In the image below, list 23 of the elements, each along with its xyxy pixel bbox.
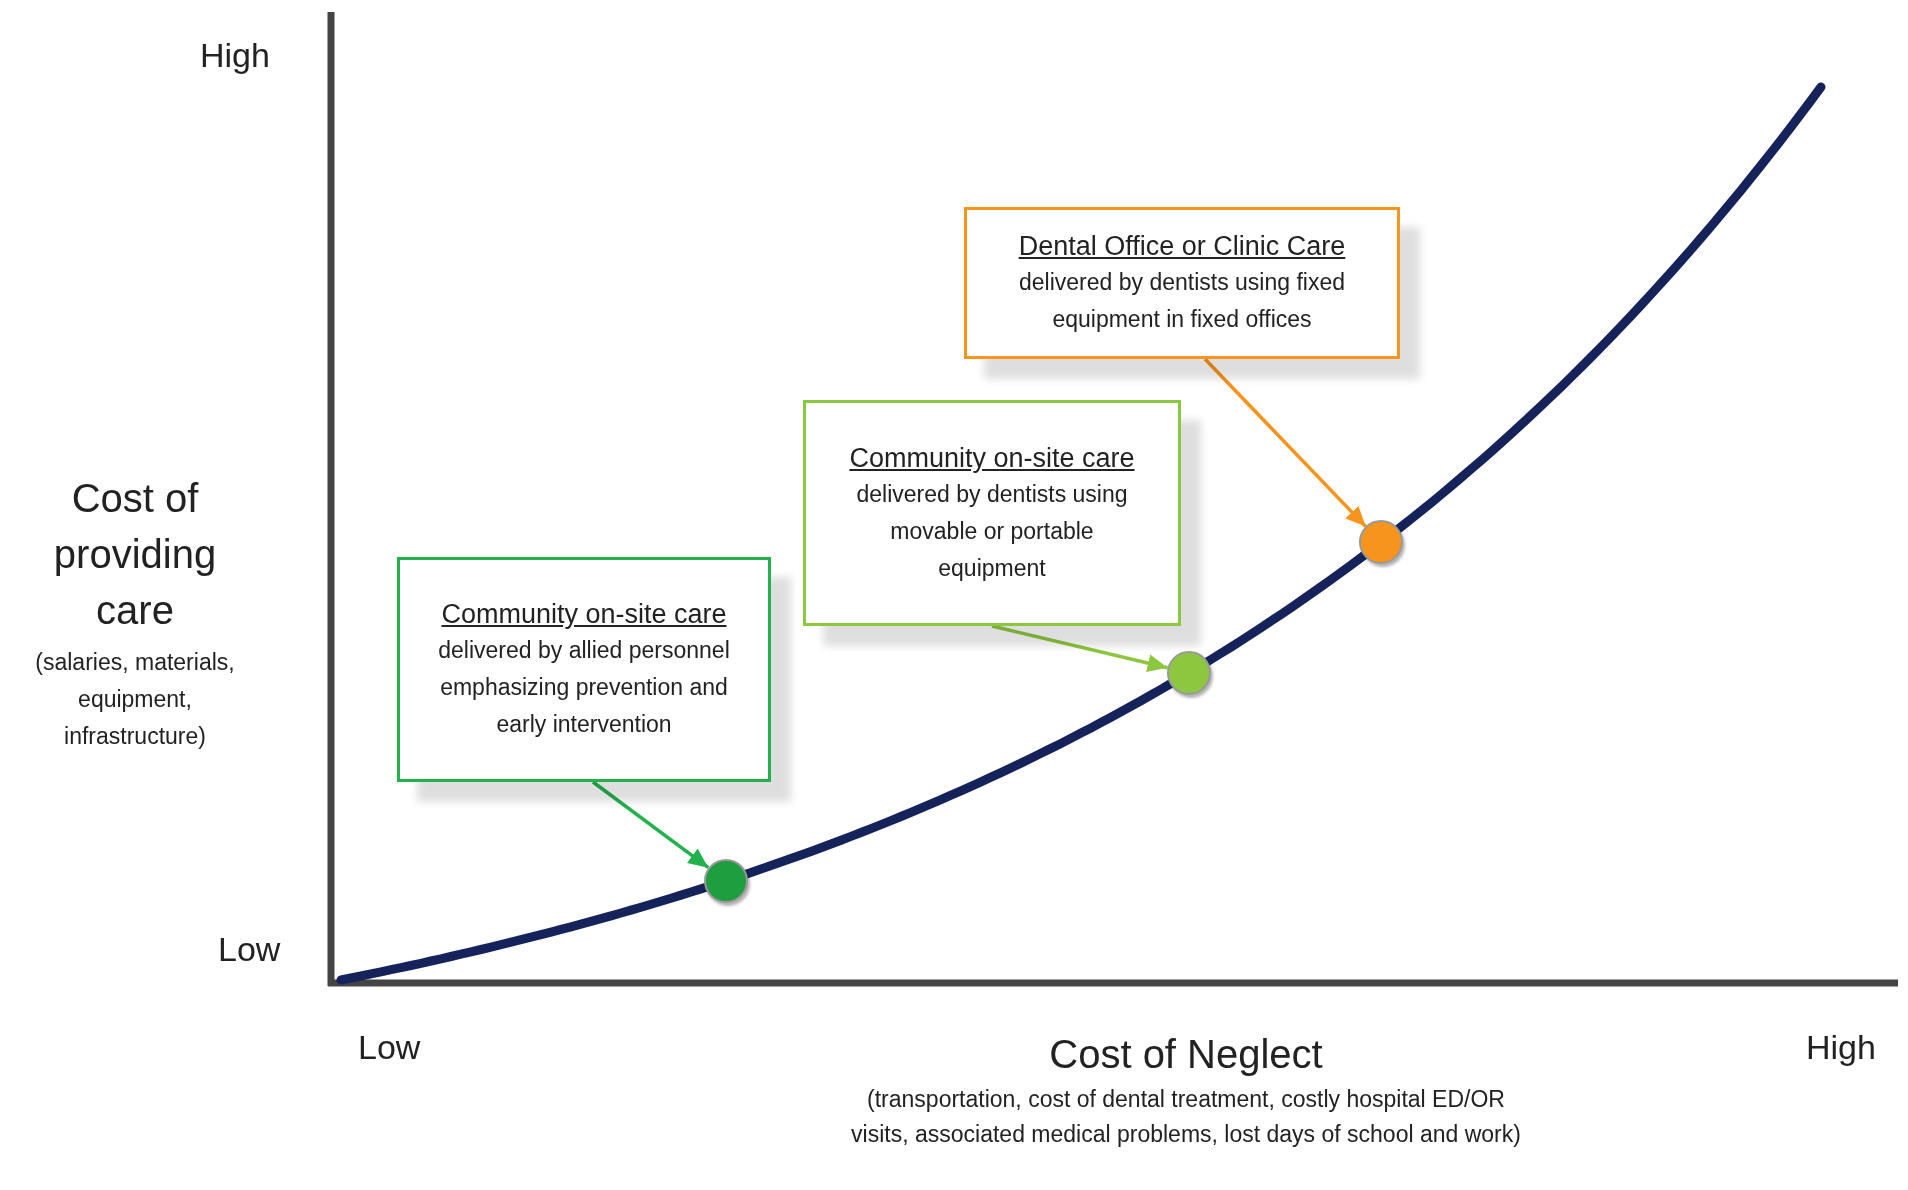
axis-tick-label: Low xyxy=(358,1027,421,1068)
data-point xyxy=(1167,650,1211,695)
arrow xyxy=(1203,357,1368,528)
axis-tick-label: High xyxy=(200,35,270,76)
axis-tick-label: High xyxy=(1806,1027,1876,1068)
axis-title: Cost of Neglect xyxy=(1048,1031,1324,1078)
axis-tick-label: Low xyxy=(218,929,281,970)
callout-text: delivered by dentists using fixed equipment in fixed offices xyxy=(1018,268,1346,334)
callout-heading: Community on-site care xyxy=(849,441,1135,475)
callout-text: delivered by allied personnel emphasizing prevention and early intervention xyxy=(437,636,731,739)
axis-subtitle: (transportation, cost of dental treatment, costly hospital ED/OR visits, associated medical problems, lost days of school and work) xyxy=(850,1085,1522,1149)
callout-heading: Community on-site care xyxy=(441,598,727,631)
axis-title: Cost of providing care xyxy=(52,475,218,634)
callout-box xyxy=(964,207,1400,359)
callout-text: delivered by dentists using movable or portable equipment xyxy=(855,479,1129,583)
arrow xyxy=(591,780,710,870)
callout-box xyxy=(397,557,771,782)
data-point xyxy=(1359,520,1403,565)
callout-heading: Dental Office or Clinic Care xyxy=(1018,230,1346,263)
callout-box xyxy=(803,400,1181,626)
data-point xyxy=(704,858,748,903)
arrow xyxy=(991,624,1168,672)
axis-subtitle: (salaries, materials, equipment, infrastructure) xyxy=(34,648,236,751)
